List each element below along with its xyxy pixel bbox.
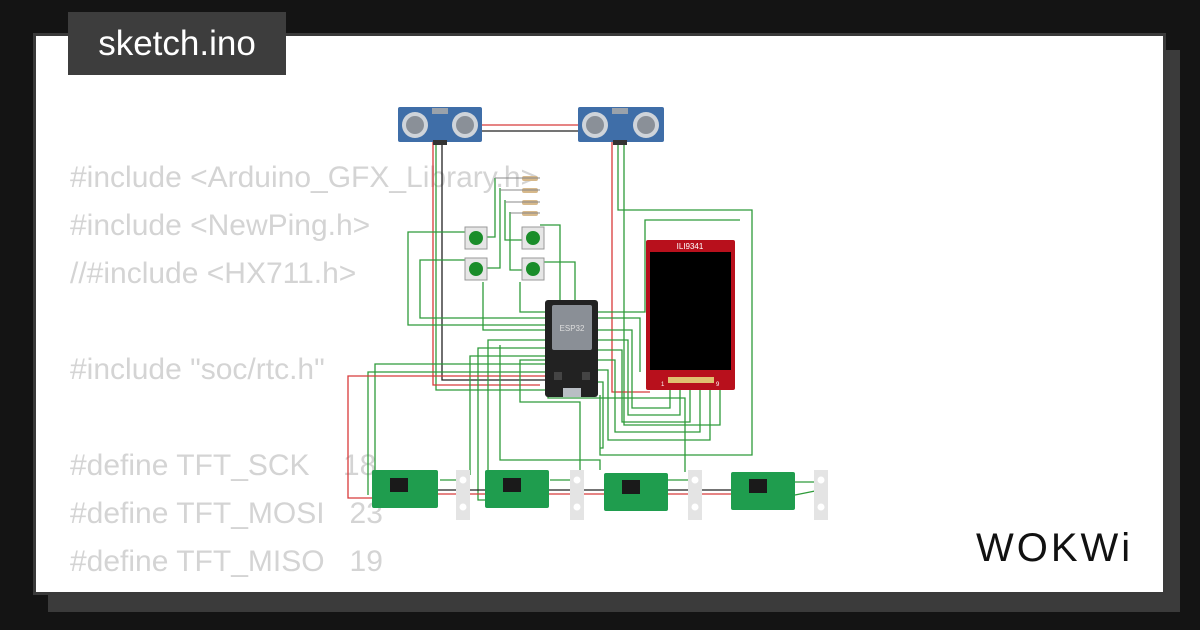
code-preview: #include <Arduino_GFX_Library.h> #include… (70, 154, 539, 592)
tft-display: ILI9341 1 9 (646, 240, 735, 390)
esp32-board: ESP32 (545, 300, 598, 397)
ultrasonic-sensor (578, 107, 664, 145)
sketch-tab[interactable]: sketch.ino (68, 12, 286, 75)
wokwi-logo: WOKWi (976, 526, 1134, 570)
push-buttons (464, 226, 545, 281)
load-cells (456, 470, 828, 520)
code-line: #include <Arduino_GFX_Library.h> (70, 161, 539, 194)
ultrasonic-sensor (398, 107, 482, 145)
resistors (495, 176, 540, 216)
code-line: //#include <HX711.h> (70, 257, 357, 290)
code-line: #define TFT_MOSI 23 (70, 497, 383, 530)
display-label: ILI9341 (677, 242, 704, 251)
display-pin-first: 1 (661, 382, 665, 388)
hx711-modules (372, 470, 795, 511)
display-pin-last: 9 (716, 382, 720, 388)
code-line: #define TFT_MISO 19 (70, 545, 383, 578)
code-line: #include "soc/rtc.h" (70, 353, 325, 386)
esp32-label: ESP32 (560, 324, 585, 333)
code-line: #include <NewPing.h> (70, 209, 371, 242)
